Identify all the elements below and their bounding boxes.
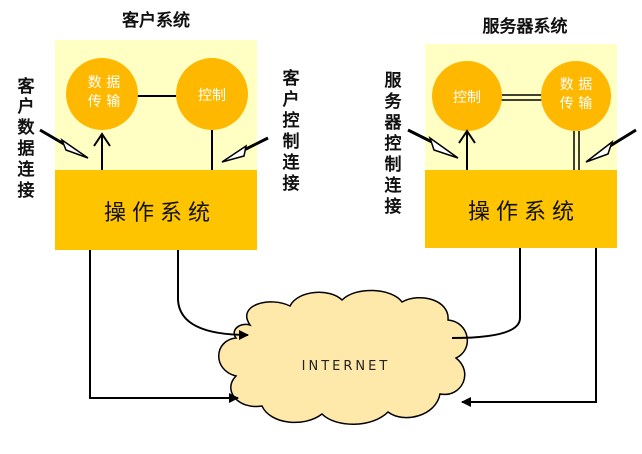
- server-control-connection-label: 服 务 器 控 制 连 接: [384, 71, 403, 217]
- server-os-box: [425, 170, 617, 248]
- client-control-network-link: [177, 250, 249, 340]
- server-os-label: 操作系统: [468, 200, 580, 225]
- client-data-uplink-arrowhead: [93, 132, 111, 147]
- server-control-pointer-tail: [407, 128, 433, 144]
- client-system-title: 客户系统: [121, 10, 190, 31]
- server-data-pointer-tail: [609, 128, 637, 148]
- server-data-network-link: [461, 248, 597, 407]
- client-control-connection-label: 客 户 控 制 连 接: [282, 68, 301, 194]
- internet-cloud: [218, 289, 469, 425]
- server-system-title: 服务器系统: [483, 16, 568, 37]
- svg-text:客: 客: [282, 68, 301, 89]
- svg-text:器: 器: [384, 113, 403, 133]
- server-control-circle-label: 控制: [453, 90, 481, 106]
- client-os-box: [55, 170, 257, 250]
- client-data-pointer-tail: [39, 128, 65, 146]
- server-control-circle: [432, 61, 502, 131]
- svg-text:制: 制: [385, 154, 402, 175]
- client-control-pointer-tail: [243, 136, 269, 152]
- svg-text:控: 控: [385, 133, 402, 154]
- client-os-label: 操作系统: [104, 201, 216, 226]
- svg-text:户: 户: [283, 89, 300, 110]
- svg-text:接: 接: [18, 180, 35, 201]
- server-control-network-link: [451, 248, 521, 339]
- svg-text:连: 连: [385, 175, 403, 196]
- svg-text:接: 接: [283, 173, 300, 194]
- svg-text:据: 据: [18, 138, 35, 159]
- client-data-transfer-circle: [66, 58, 138, 130]
- server-data-circle-line1: 数 据: [560, 77, 592, 93]
- client-data-circle-line2: 传 输: [88, 94, 120, 110]
- client-control-circle-label: 控制: [198, 88, 226, 104]
- svg-text:务: 务: [385, 91, 403, 112]
- svg-text:控: 控: [283, 110, 300, 131]
- server-data-transfer-circle: [541, 61, 611, 131]
- internet-label: INTERNET: [302, 359, 391, 374]
- client-data-network-link: [89, 250, 239, 403]
- client-data-connection-label: 客 户 数 据 连 接: [17, 76, 36, 201]
- svg-text:连: 连: [18, 159, 36, 180]
- svg-text:服: 服: [385, 71, 403, 91]
- client-data-circle-line1: 数 据: [88, 75, 120, 91]
- client-control-pointer-head: [221, 144, 248, 163]
- svg-text:连: 连: [283, 152, 301, 173]
- server-data-pointer-head: [585, 139, 614, 163]
- svg-text:制: 制: [283, 131, 300, 152]
- server-data-circle-line2: 传 输: [560, 96, 592, 112]
- server-control-pointer-head: [428, 136, 459, 159]
- client-data-pointer-head: [60, 137, 89, 159]
- svg-text:户: 户: [18, 96, 35, 117]
- svg-text:接: 接: [385, 196, 402, 217]
- client-control-circle: [176, 58, 248, 130]
- svg-text:客: 客: [17, 76, 36, 97]
- server-control-uplink-arrowhead: [458, 129, 476, 144]
- svg-text:数: 数: [18, 117, 36, 138]
